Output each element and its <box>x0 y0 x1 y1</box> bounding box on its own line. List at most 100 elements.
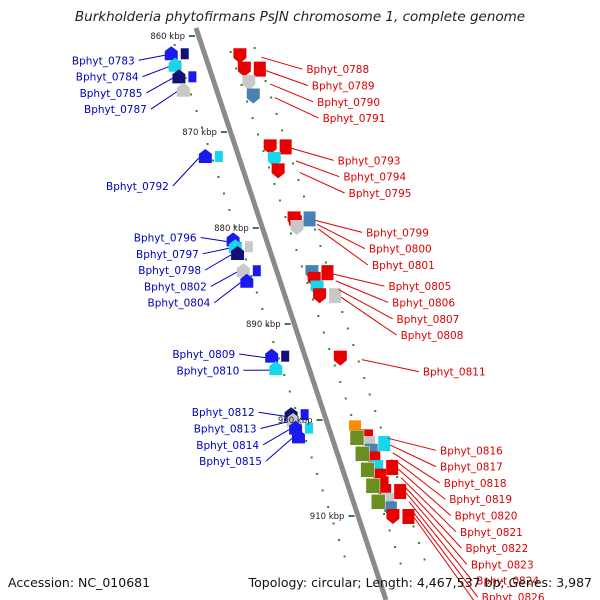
reverse-gene-label[interactable]: Bphyt_0796 <box>134 233 197 245</box>
forward-gene-leader <box>318 228 369 266</box>
forward-gene-feature <box>242 75 256 91</box>
forward-gene-label[interactable]: Bphyt_0794 <box>343 172 406 184</box>
forward-gene-block <box>386 460 399 476</box>
forward-gene-label[interactable]: Bphyt_0824 <box>476 576 539 588</box>
track-dot <box>333 364 336 367</box>
track-dot <box>352 344 355 346</box>
forward-gene-label[interactable]: Bphyt_0818 <box>444 478 507 490</box>
forward-gene-leader <box>408 501 473 582</box>
backbone-line <box>193 27 389 600</box>
track-dot <box>262 150 265 152</box>
reverse-gene-feature <box>198 149 212 163</box>
track-dot <box>235 67 238 70</box>
forward-gene-block <box>394 484 407 500</box>
forward-gene-label[interactable]: Bphyt_0811 <box>423 367 486 379</box>
reverse-gene-label[interactable]: Bphyt_0784 <box>76 72 139 84</box>
reverse-gene-labels: Bphyt_0783Bphyt_0784Bphyt_0785Bphyt_0787… <box>72 54 293 468</box>
forward-gene-label[interactable]: Bphyt_0805 <box>388 281 451 293</box>
forward-gene-label[interactable]: Bphyt_0807 <box>397 314 460 326</box>
forward-gene-label[interactable]: Bphyt_0806 <box>392 297 455 309</box>
track-dot <box>201 126 204 129</box>
track-dot <box>288 390 291 393</box>
reverse-gene-feature <box>269 361 283 376</box>
track-dot <box>266 324 269 327</box>
forward-gene-block <box>279 139 292 155</box>
forward-gene-label[interactable]: Bphyt_0820 <box>455 511 518 523</box>
kbp-tick-label: 900 kbp <box>278 416 313 426</box>
track-dot <box>217 176 220 178</box>
track-dot <box>253 47 256 49</box>
reverse-gene-block <box>188 71 197 83</box>
track-dot <box>251 117 254 119</box>
reverse-gene-label[interactable]: Bphyt_0813 <box>194 424 257 436</box>
track-dot <box>261 308 264 310</box>
forward-gene-label[interactable]: Bphyt_0795 <box>349 188 412 200</box>
reverse-gene-label[interactable]: Bphyt_0814 <box>196 440 259 452</box>
reverse-gene-label[interactable]: Bphyt_0802 <box>144 281 207 293</box>
forward-gene-label[interactable]: Bphyt_0816 <box>440 445 503 457</box>
forward-gene-block <box>378 436 391 452</box>
track-dot <box>295 249 298 251</box>
operon-gene-block <box>360 462 375 478</box>
forward-gene-label[interactable]: Bphyt_0801 <box>372 260 435 272</box>
track-dot <box>379 426 382 429</box>
reverse-gene-label[interactable]: Bphyt_0797 <box>136 249 199 261</box>
track-dot <box>277 357 280 360</box>
forward-gene-label[interactable]: Bphyt_0808 <box>401 330 464 342</box>
forward-gene-label[interactable]: Bphyt_0822 <box>465 543 528 555</box>
topology-label: Topology: circular; Length: 4,467,537 bp… <box>248 575 592 590</box>
forward-gene-label[interactable]: Bphyt_0789 <box>312 81 375 93</box>
track-dot <box>327 506 330 508</box>
reverse-gene-label[interactable]: Bphyt_0815 <box>199 456 262 468</box>
reverse-gene-label[interactable]: Bphyt_0804 <box>147 298 210 310</box>
reverse-gene-label[interactable]: Bphyt_0785 <box>80 88 143 100</box>
track-dot <box>305 440 308 442</box>
track-dot <box>275 113 278 115</box>
forward-gene-label[interactable]: Bphyt_0823 <box>471 559 534 571</box>
forward-gene-label[interactable]: Bphyt_0821 <box>460 527 523 539</box>
forward-gene-label[interactable]: Bphyt_0790 <box>317 97 380 109</box>
forward-gene-label[interactable]: Bphyt_0817 <box>440 462 503 474</box>
track-dot <box>272 341 275 343</box>
reverse-gene-label[interactable]: Bphyt_0783 <box>72 55 135 67</box>
forward-gene-leader <box>261 56 303 70</box>
track-dot <box>306 282 309 284</box>
reverse-gene-feature <box>172 69 186 84</box>
track-dot <box>339 381 342 383</box>
track-dot <box>299 423 302 426</box>
track-dot <box>255 291 258 294</box>
reverse-gene-block <box>214 151 223 162</box>
forward-gene-leader <box>274 97 319 119</box>
forward-gene-label[interactable]: Bphyt_0826 <box>482 592 545 600</box>
reverse-gene-leader <box>200 237 227 243</box>
forward-gene-leader <box>403 485 462 549</box>
reverse-gene-block <box>281 350 290 362</box>
reverse-gene-label[interactable]: Bphyt_0792 <box>106 181 169 193</box>
forward-gene-label[interactable]: Bphyt_0819 <box>449 494 512 506</box>
forward-gene-leader <box>392 452 441 484</box>
forward-gene-label[interactable]: Bphyt_0793 <box>338 155 401 167</box>
reverse-gene-leader <box>172 157 200 187</box>
reverse-gene-label[interactable]: Bphyt_0798 <box>138 265 201 277</box>
track-dot <box>273 183 276 185</box>
track-dot <box>270 96 273 99</box>
track-dot <box>350 414 353 416</box>
track-dot <box>289 232 292 235</box>
reverse-gene-label[interactable]: Bphyt_0809 <box>172 349 235 361</box>
orange-gene-block <box>348 420 361 431</box>
forward-gene-label[interactable]: Bphyt_0799 <box>366 227 429 239</box>
reverse-gene-label[interactable]: Bphyt_0787 <box>84 104 147 116</box>
reverse-gene-label[interactable]: Bphyt_0810 <box>177 365 240 377</box>
forward-gene-feature <box>246 88 260 104</box>
reverse-gene-leader <box>146 77 173 94</box>
track-dot <box>264 80 267 82</box>
reverse-gene-block <box>180 48 189 60</box>
forward-gene-label[interactable]: Bphyt_0800 <box>369 244 432 256</box>
forward-gene-label[interactable]: Bphyt_0788 <box>306 64 369 76</box>
forward-gene-leader <box>315 219 363 233</box>
forward-gene-label[interactable]: Bphyt_0791 <box>323 113 386 125</box>
forward-gene-feature <box>271 163 285 179</box>
reverse-gene-label[interactable]: Bphyt_0812 <box>192 407 255 419</box>
reverse-gene-leader <box>142 66 169 78</box>
